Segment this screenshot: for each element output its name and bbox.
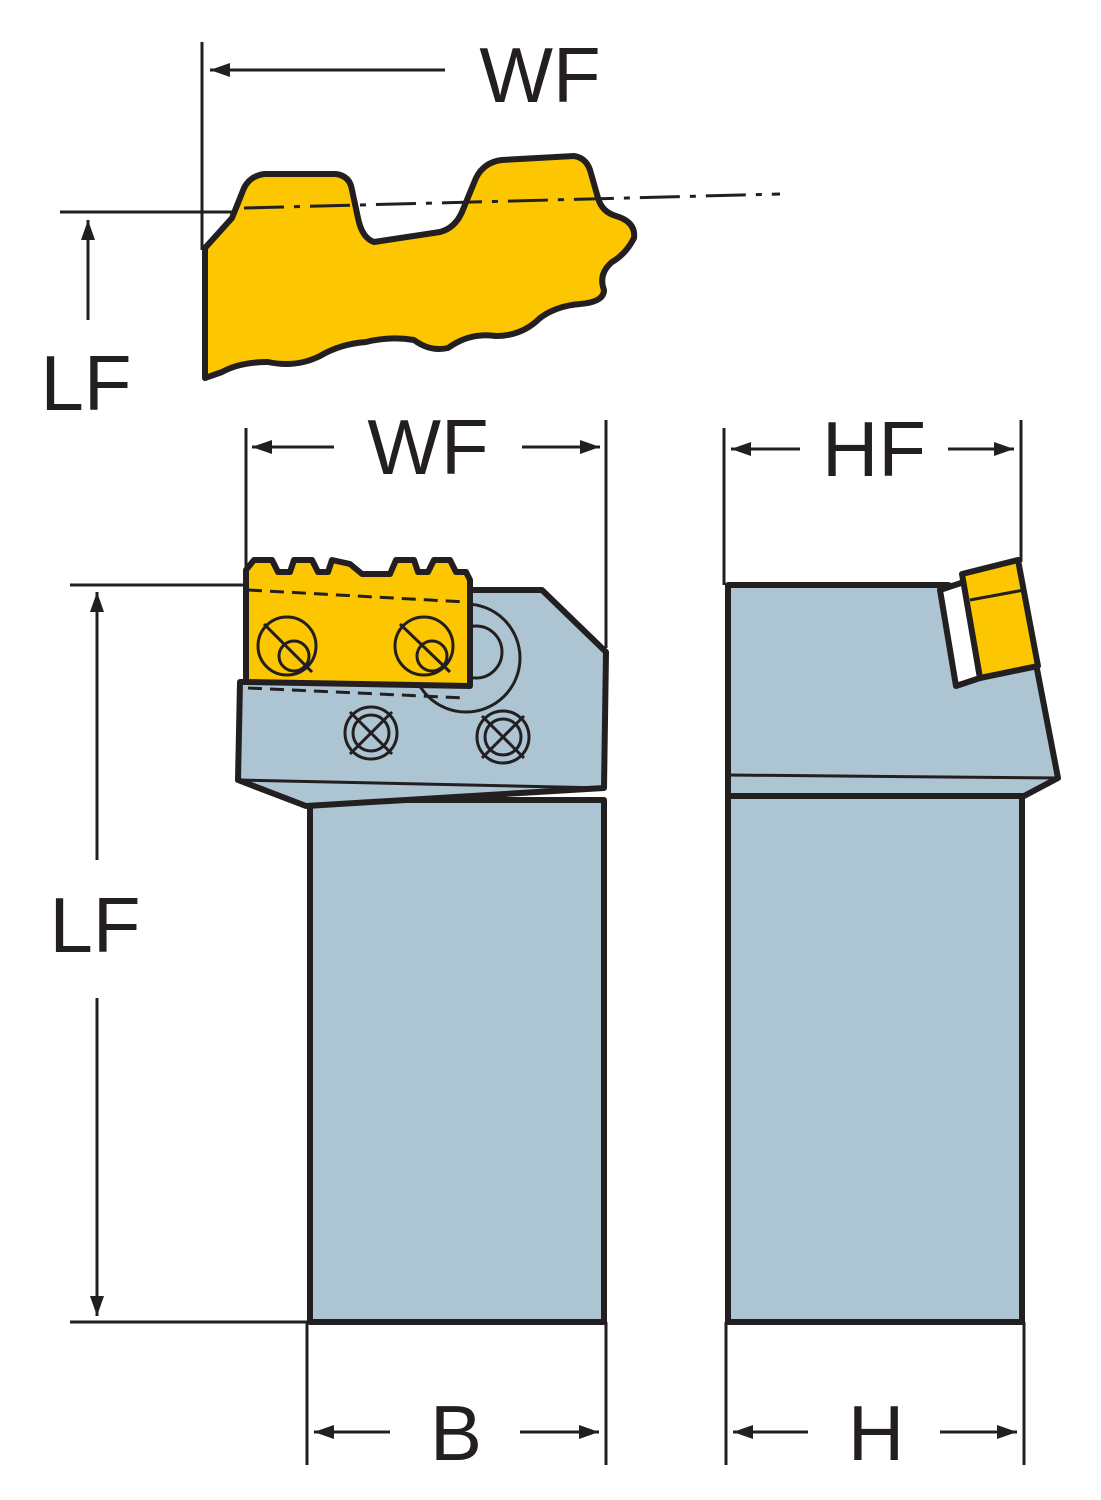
front-insert-screw-right-outer [393,615,455,677]
front-insert-screw-left-inner [277,639,311,673]
insert-wf-label: WF [479,31,600,119]
front-head-screw-right-cross-b [480,714,526,760]
front-head-bottom-edge [237,778,605,790]
side-hf-dimension: HF [722,405,1023,585]
front-head-screw-right [475,709,531,765]
front-insert [243,557,473,689]
front-insert-screw-right-inner [415,639,449,673]
front-insert-screw-right-slash [398,622,452,674]
front-seat-dashed-line [247,686,467,700]
front-insert-screw-left-outer [256,615,318,677]
side-shank [725,789,1025,1325]
front-head-screw-right-outer [475,709,531,765]
holder-lf-label: LF [49,881,140,969]
side-head-bottom-edge [727,773,1059,780]
insert-lf-label: LF [40,339,131,427]
holder-wf-dimension: WF [244,403,608,648]
front-head-screw-left-ring [351,713,391,753]
insert-centerline [243,192,781,210]
front-insert-screw-left [256,615,318,677]
side-view: HF H [722,405,1061,1477]
insert-lf-dimension: LF [40,210,248,427]
front-head-screw-left-outer [343,705,399,761]
holder-lf-dimension: LF [49,583,312,1324]
front-head-screw-left-cross-b [348,710,394,756]
side-insert-edge-line [969,588,1025,602]
insert-shape [202,153,638,381]
holder-wf-label: WF [367,403,488,491]
shank-b-label: B [430,1389,482,1477]
insert-detail: WF LF [40,31,781,427]
front-head-screw-left [343,705,399,761]
shank-h-label: H [848,1389,904,1477]
front-insert-screw-right [393,615,455,677]
shank-b-dimension: B [305,1322,608,1477]
front-shank [307,797,607,1325]
front-head-screw-right-ring [483,717,523,757]
shank-h-dimension: H [724,1322,1026,1477]
front-view: WF LF [49,403,609,1477]
side-hf-label: HF [822,405,926,493]
insert-wf-dimension: WF [200,31,601,250]
front-insert-dashed-line [247,588,467,604]
front-insert-screw-left-slash [262,622,314,674]
